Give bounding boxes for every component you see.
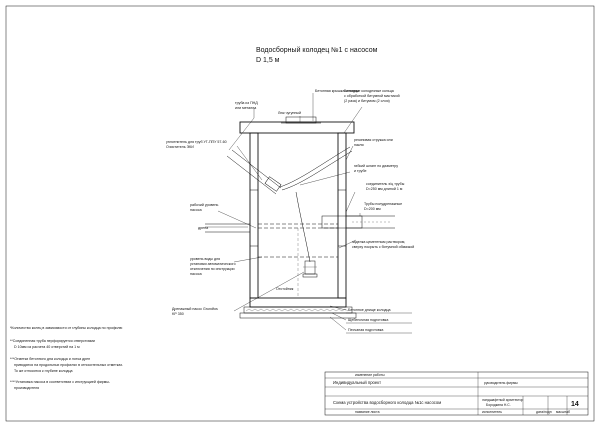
well-wall-left bbox=[249, 132, 259, 299]
label-hose: гибкий шланг по диаметру bbox=[354, 164, 398, 168]
stamp-sheet-number: 14 bbox=[571, 401, 579, 408]
sand-layer bbox=[239, 312, 357, 319]
svg-text:Очиститель ЭКИ: Очиститель ЭКИ bbox=[166, 145, 194, 149]
label-pipe-pnd: труба из ПНД bbox=[235, 101, 258, 105]
svg-text:отключения по инструкции: отключения по инструкции bbox=[190, 267, 234, 271]
note-4: ****Установка насоса в соответствии с ин… bbox=[10, 380, 111, 384]
stamp-project: Индивидуальный проект bbox=[333, 380, 381, 385]
label-gravel: Щебеночная подготовка bbox=[348, 318, 388, 322]
leader-lines bbox=[205, 93, 363, 331]
label-rubber: резиновая стружка или bbox=[354, 138, 393, 142]
stamp-architect: ландшафтный архитектор bbox=[482, 398, 523, 402]
drawing-subtitle: D 1,5 м bbox=[256, 57, 280, 64]
svg-text:или металла: или металла bbox=[235, 106, 256, 110]
pump bbox=[302, 260, 318, 278]
label-cast-hatch: Люк чугунный bbox=[278, 111, 301, 115]
svg-text:насоса: насоса bbox=[190, 208, 202, 212]
svg-text:приводятся на продольных профи: приводятся на продольных профилях в отно… bbox=[14, 363, 123, 367]
drain-pipe-left bbox=[205, 223, 338, 233]
note-2: **Соединенная труба перфорируется отверс… bbox=[10, 339, 95, 343]
svg-text:(2 раза) и битумом (2 слоя): (2 раза) и битумом (2 слоя) bbox=[344, 99, 390, 103]
svg-text:и трубе: и трубе bbox=[354, 169, 366, 173]
label-sand: Песчаная подготовка bbox=[348, 328, 383, 332]
title-block: изменение работы Индивидуальный проект р… bbox=[324, 371, 589, 416]
label-concrete-cover: Бетонная крышка колодца bbox=[315, 89, 359, 93]
label-sludge: Отстойник bbox=[276, 287, 294, 291]
svg-text:То же относится к глубине коло: То же относится к глубине колодца bbox=[14, 369, 73, 373]
label-seal-gap: заделка цементным раствором, bbox=[352, 240, 405, 244]
label-water-level: уровень воды для bbox=[190, 257, 220, 261]
label-pipe-seal: уплотнитель для труб УГ-ППУ 57-60 bbox=[166, 140, 227, 144]
svg-text:KP 350: KP 350 bbox=[172, 312, 184, 316]
gravel-layer bbox=[243, 306, 353, 314]
drain-pipe-right bbox=[321, 215, 395, 229]
pump-hose bbox=[295, 191, 311, 263]
svg-text:D=250 мм длиной 1 м: D=250 мм длиной 1 м bbox=[366, 187, 403, 191]
note-3: ***Отметки бетонного дна колодца и лотка… bbox=[10, 357, 90, 361]
label-perf-pipe: Трубы полудренажные bbox=[364, 202, 402, 206]
stamp-bottom-1: название листа bbox=[355, 410, 380, 414]
svg-text:пакля: пакля bbox=[354, 143, 364, 147]
stamp-top-left: изменение работы bbox=[355, 373, 385, 377]
label-bottom: Бетонное днище колодца bbox=[348, 308, 391, 312]
stamp-sheet-title: Схема устройства водосборного колодца №1… bbox=[333, 400, 441, 405]
note-1: *Количество колец в зависимости от глуби… bbox=[10, 326, 123, 330]
svg-text:производителя: производителя bbox=[14, 386, 39, 390]
stamp-bottom-3: дата/подп bbox=[536, 410, 552, 414]
well-wall-right bbox=[337, 132, 347, 299]
label-pump: Дренажный насос Grundfos bbox=[172, 307, 218, 311]
inlet-pipe-pnd bbox=[226, 149, 282, 195]
svg-text:установки автоматического: установки автоматического bbox=[190, 262, 236, 266]
label-sleeve: соединитель э/ц трубы bbox=[366, 182, 405, 186]
concrete-cover-slab bbox=[239, 121, 355, 134]
label-drain: дрена bbox=[198, 226, 208, 230]
svg-text:насоса: насоса bbox=[190, 272, 202, 276]
svg-text:с обработкой битумной мастикой: с обработкой битумной мастикой bbox=[344, 94, 400, 98]
svg-text:сверху покрыть с битумной обма: сверху покрыть с битумной обмазкой bbox=[352, 245, 414, 249]
stamp-firm: руководитель фирмы bbox=[484, 381, 518, 385]
label-rings: Бетонные колодезные кольца bbox=[344, 89, 394, 93]
stamp-bottom-4: масштаб bbox=[556, 410, 570, 414]
notes-block: *Количество колец в зависимости от глуби… bbox=[10, 326, 123, 390]
drawing-title: Водосборный колодец №1 с насосом bbox=[256, 46, 378, 54]
svg-text:Бородкина Н.С.: Бородкина Н.С. bbox=[486, 403, 511, 407]
svg-text:D=200 мм: D=200 мм bbox=[364, 207, 381, 211]
concrete-bottom bbox=[249, 297, 347, 308]
stamp-bottom-2: исполнитель bbox=[482, 410, 502, 414]
svg-text:D 10мм из расчета 40 отверстий: D 10мм из расчета 40 отверстий на 1 м bbox=[14, 345, 80, 349]
label-work-level: рабочий уровень bbox=[190, 203, 218, 207]
well-section bbox=[239, 116, 357, 319]
flexible-hose bbox=[279, 146, 351, 188]
sheet-frame bbox=[5, 5, 595, 422]
